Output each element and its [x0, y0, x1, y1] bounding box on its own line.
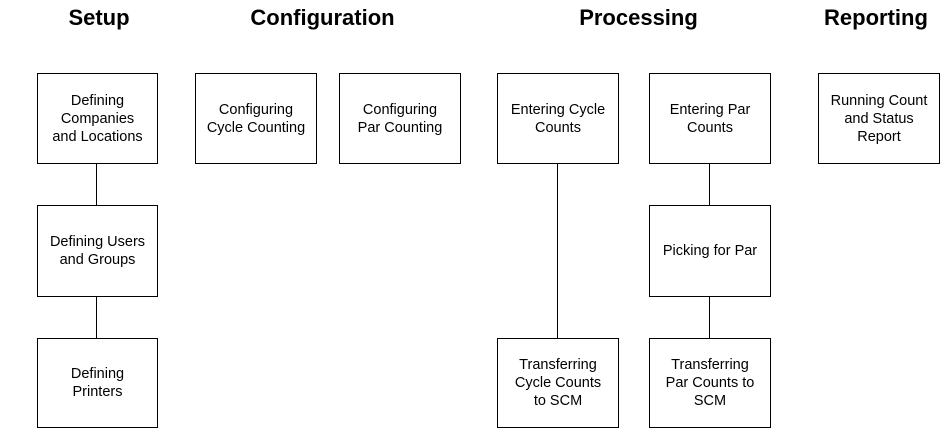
heading-processing: Processing	[579, 5, 698, 30]
box-label: Configuring Cycle Counting	[206, 101, 306, 136]
connector-line	[709, 163, 710, 206]
box-entering-cycle-counts: Entering Cycle Counts	[497, 73, 619, 164]
heading-configuration: Configuration	[250, 5, 395, 30]
box-defining-printers: Defining Printers	[37, 338, 158, 428]
heading-setup: Setup	[68, 5, 130, 30]
box-label: Defining Users and Groups	[49, 234, 146, 268]
heading-reporting: Reporting	[824, 5, 928, 30]
box-label: Running Count and Status Report	[830, 92, 928, 145]
box-configuring-par-counting: Configuring Par Counting	[339, 73, 461, 164]
box-label: Entering Cycle Counts	[510, 101, 606, 136]
connector-line	[557, 163, 558, 339]
box-transferring-par-counts-to-scm: Transferring Par Counts to SCM	[649, 338, 771, 428]
connector-line	[709, 296, 710, 339]
box-label: Transferring Cycle Counts to SCM	[514, 357, 602, 409]
connector-line	[96, 296, 97, 339]
box-defining-users-and-groups: Defining Users and Groups	[37, 205, 158, 297]
box-label: Configuring Par Counting	[357, 101, 443, 136]
box-picking-for-par: Picking for Par	[649, 205, 771, 297]
box-label: Picking for Par	[662, 243, 758, 259]
box-transferring-cycle-counts-to-scm: Transferring Cycle Counts to SCM	[497, 338, 619, 428]
box-configuring-cycle-counting: Configuring Cycle Counting	[195, 73, 317, 164]
connector-line	[96, 163, 97, 206]
box-entering-par-counts: Entering Par Counts	[649, 73, 771, 164]
box-running-count-and-status-report: Running Count and Status Report	[818, 73, 940, 164]
box-label: Entering Par Counts	[669, 101, 751, 136]
box-defining-companies-and-locations: Defining Companies and Locations	[37, 73, 158, 164]
box-label: Defining Companies and Locations	[52, 92, 143, 145]
box-label: Transferring Par Counts to SCM	[665, 357, 755, 409]
box-label: Defining Printers	[70, 366, 125, 400]
